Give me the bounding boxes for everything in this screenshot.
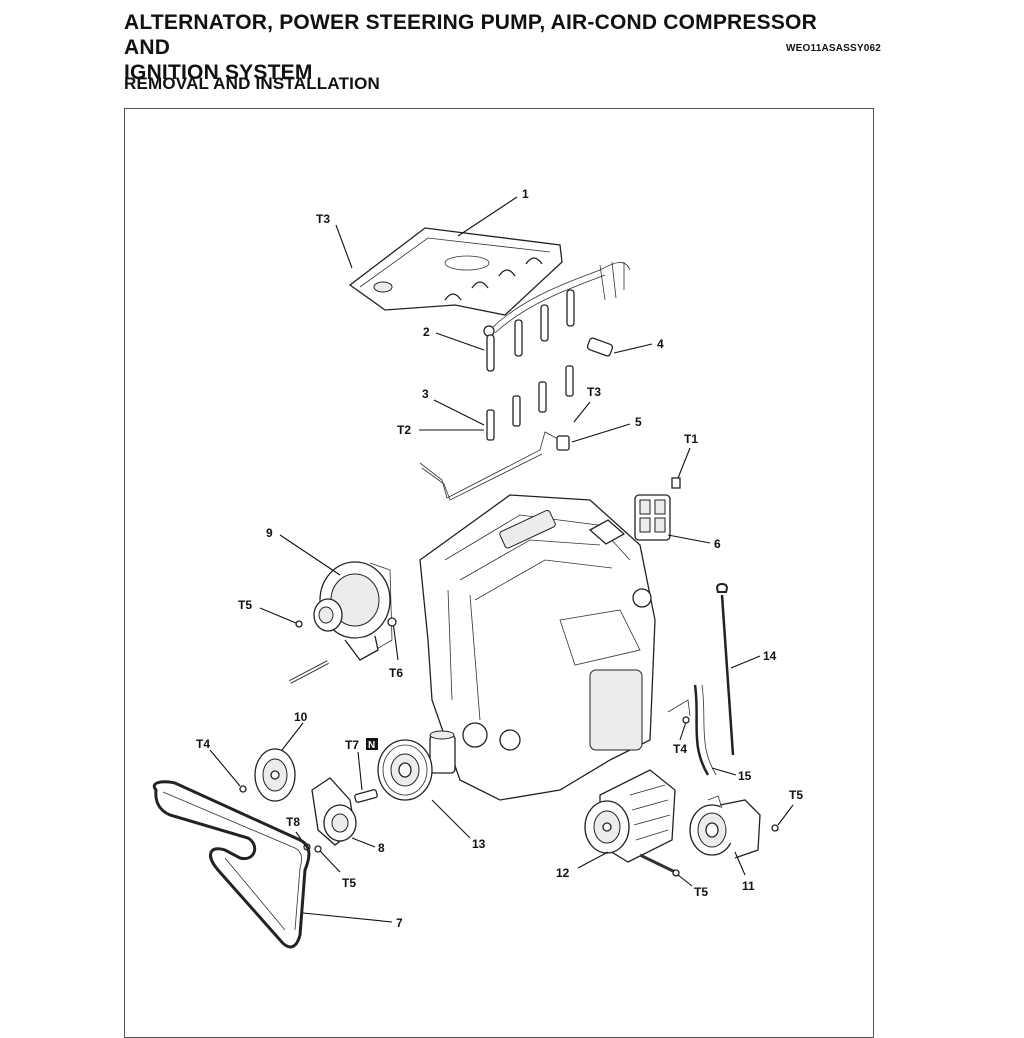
belt-tensioner xyxy=(311,777,357,846)
callout-t5-compressor: T5 xyxy=(694,885,708,899)
engine-cover xyxy=(348,227,563,316)
title-line-2: IGNITION SYSTEM xyxy=(124,61,313,84)
callout-t3-bracket: T3 xyxy=(587,385,601,399)
callout-15: 15 xyxy=(738,769,752,783)
page-title: ALTERNATOR, POWER STEERING PUMP, AIR-CON… xyxy=(124,10,864,85)
callout-t8: T8 xyxy=(286,815,300,829)
callout-2: 2 xyxy=(423,325,430,339)
torque-note-badge xyxy=(366,738,378,750)
title-line-1: ALTERNATOR, POWER STEERING PUMP, AIR-CON… xyxy=(124,11,817,59)
idler-pulley xyxy=(254,748,296,802)
callout-13: 13 xyxy=(472,837,486,851)
ignition-coil xyxy=(634,494,671,541)
callout-t5-tensioner: T5 xyxy=(342,876,356,890)
callout-t3-cover: T3 xyxy=(316,212,330,226)
callout-12: 12 xyxy=(556,866,570,880)
spark-plugs xyxy=(486,365,574,441)
spark-plug-wires xyxy=(444,257,631,372)
callout-9: 9 xyxy=(266,526,273,540)
callout-t7: T7 xyxy=(345,738,359,752)
callout-5: 5 xyxy=(635,415,642,429)
wire-clip xyxy=(586,337,614,357)
ac-compressor xyxy=(584,769,676,863)
callout-t6: T6 xyxy=(389,666,403,680)
compressor-bolt xyxy=(639,853,676,874)
callout-11: 11 xyxy=(742,879,755,893)
document-code: WEO11ASASSY062 xyxy=(786,43,882,54)
oil-dipstick xyxy=(716,582,735,756)
callout-t5-alternator: T5 xyxy=(238,598,252,612)
drive-belt xyxy=(152,780,311,949)
callout-10: 10 xyxy=(294,710,308,724)
engine-block xyxy=(419,494,656,801)
torque-note-n: N xyxy=(368,740,375,751)
section-heading: REMOVAL AND INSTALLATION xyxy=(124,74,381,93)
crankshaft-pulley xyxy=(377,739,433,801)
callout-t4-idler: T4 xyxy=(196,737,210,751)
callout-7: 7 xyxy=(396,916,403,930)
dipstick-tube xyxy=(667,684,717,776)
callout-t1: T1 xyxy=(684,432,698,446)
callout-t2: T2 xyxy=(397,423,411,437)
harness-bracket xyxy=(419,431,570,501)
alternator-bolt xyxy=(289,660,329,684)
callout-3: 3 xyxy=(422,387,429,401)
alternator xyxy=(313,561,393,661)
callout-1: 1 xyxy=(522,187,529,201)
callout-14: 14 xyxy=(763,649,777,663)
callout-8: 8 xyxy=(378,841,385,855)
callout-4: 4 xyxy=(657,337,664,351)
callout-t5-pump: T5 xyxy=(789,788,803,802)
oil-filter xyxy=(429,730,456,774)
callout-t4-tube: T4 xyxy=(673,742,687,756)
callout-6: 6 xyxy=(714,537,721,551)
power-steering-pump xyxy=(689,795,761,859)
